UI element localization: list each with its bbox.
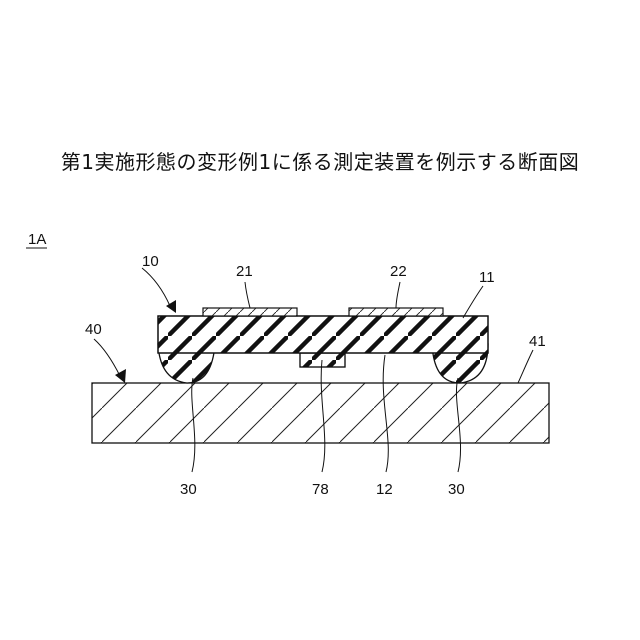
label-board-underside: 12 <box>376 481 393 498</box>
substrate <box>92 383 549 443</box>
label-board-body: 11 <box>479 269 495 286</box>
label-bump-left: 30 <box>180 481 197 498</box>
label-substrate-surface: 41 <box>529 333 546 350</box>
center-member <box>300 353 345 367</box>
label-substrate-arrow: 40 <box>85 321 102 338</box>
label-bump-right: 30 <box>448 481 465 498</box>
arrow-head-device <box>166 300 176 313</box>
figure-label: 1A <box>28 231 46 248</box>
electrode-21 <box>203 308 297 316</box>
arrow-head-substrate <box>115 369 126 383</box>
label-electrode-21: 21 <box>236 263 253 280</box>
electrode-22 <box>349 308 443 316</box>
board <box>158 316 488 353</box>
label-electrode-22: 22 <box>390 263 407 280</box>
label-center-member: 78 <box>312 481 329 498</box>
label-device: 10 <box>142 253 159 270</box>
